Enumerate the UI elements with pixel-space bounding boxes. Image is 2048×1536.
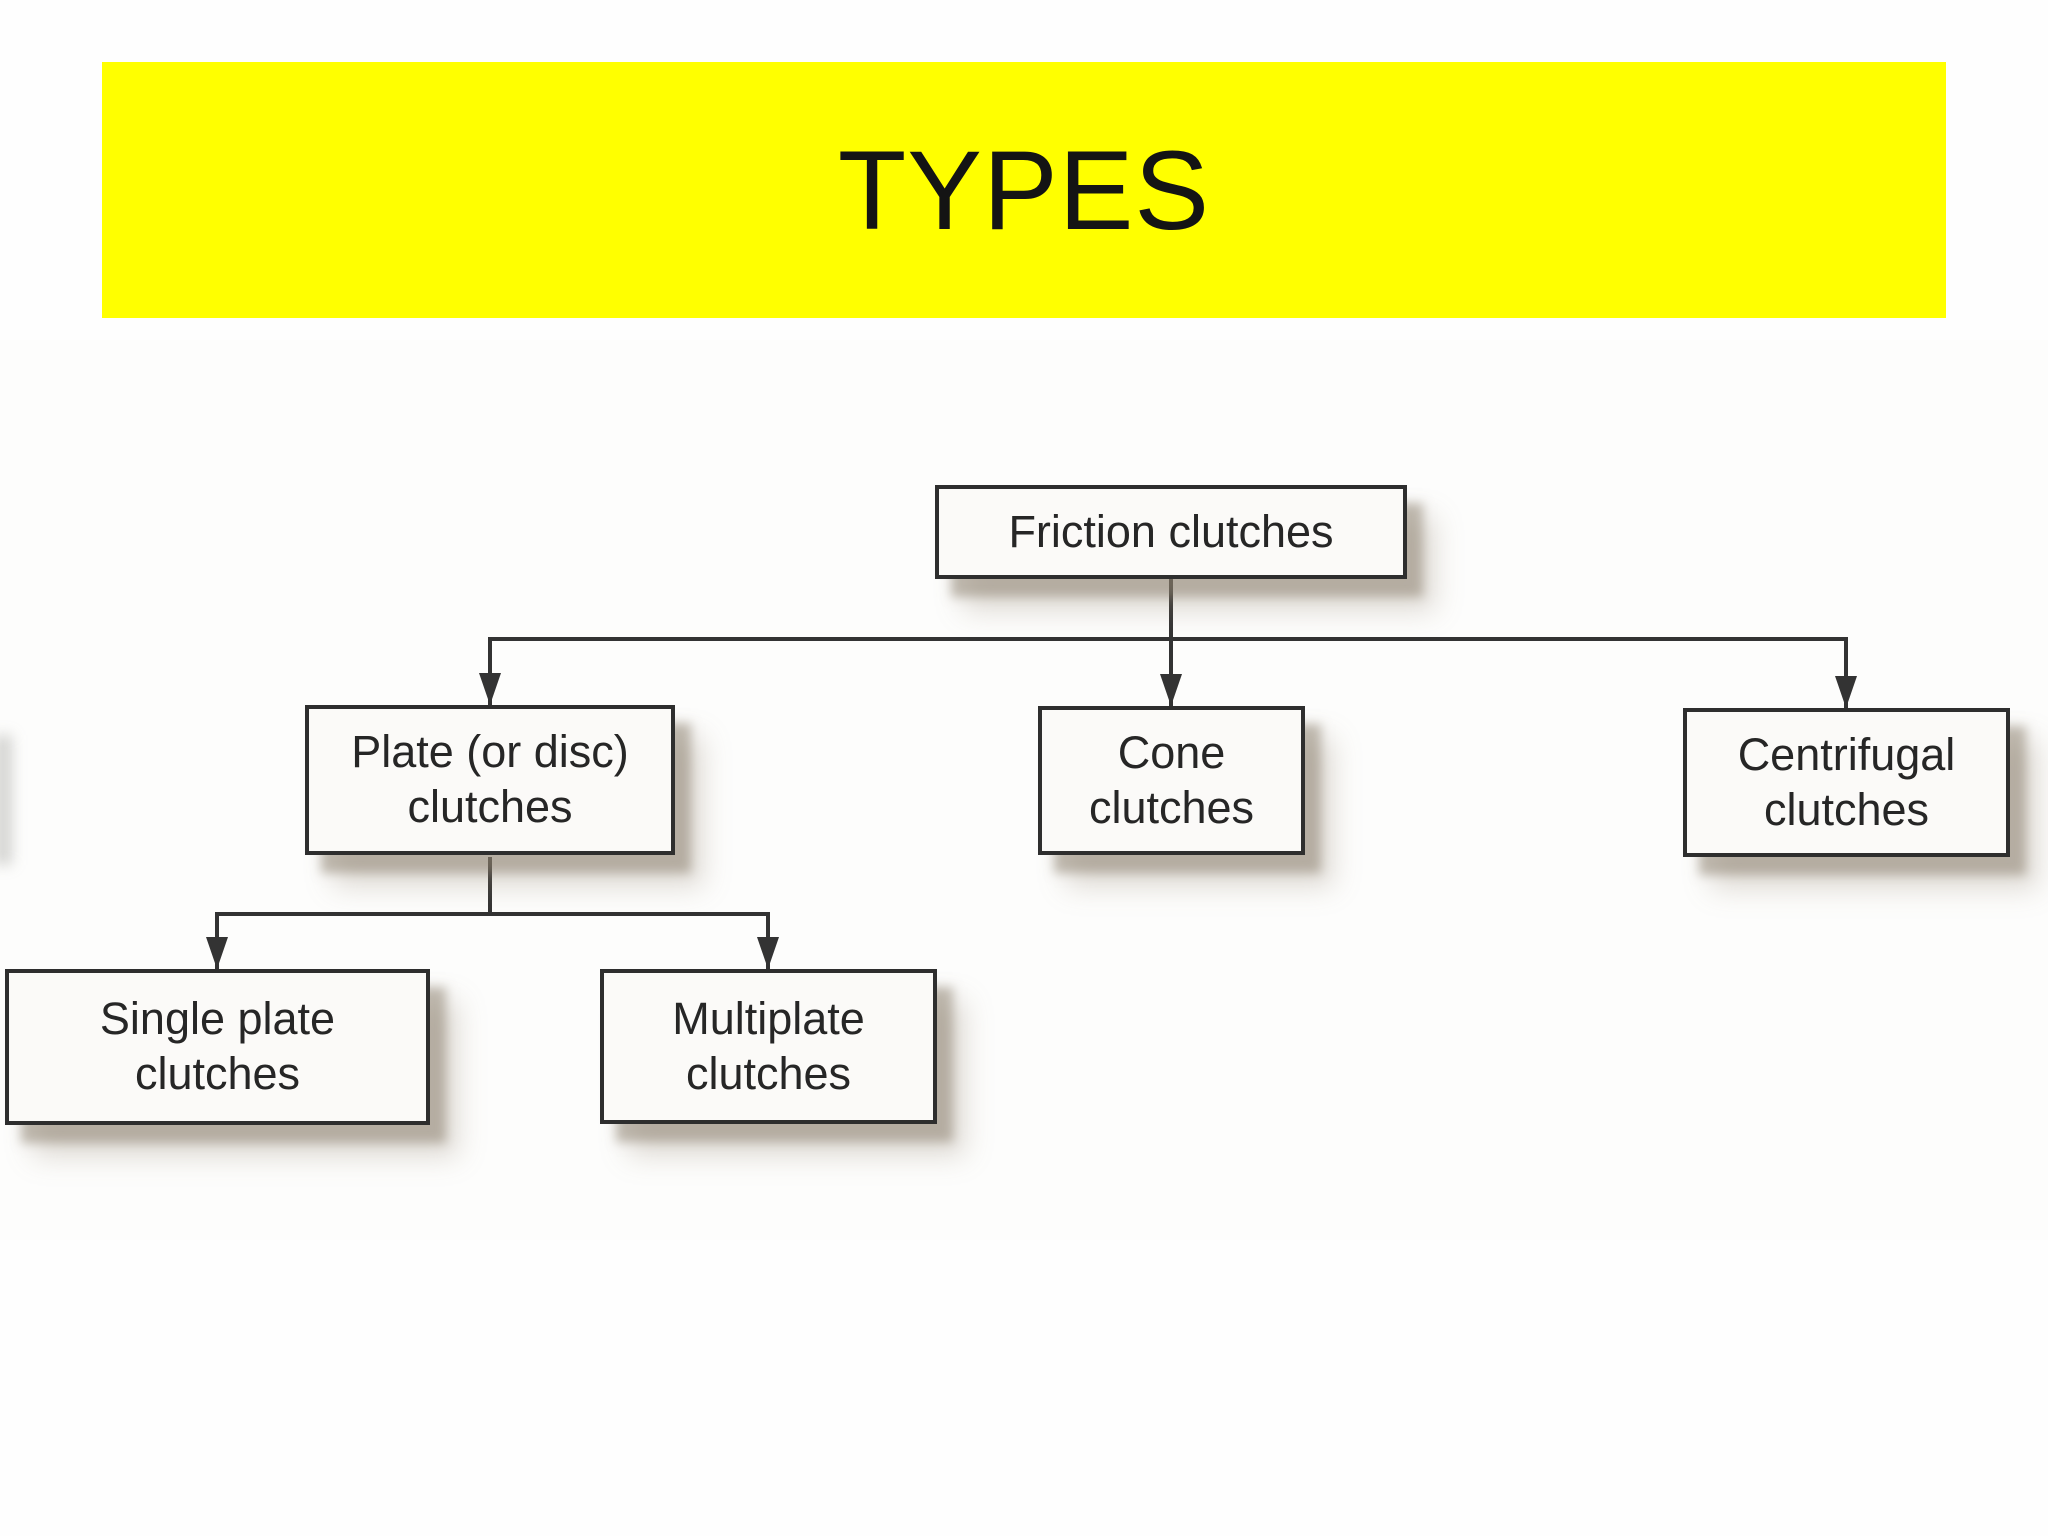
node-label-line1: Multiplate (672, 992, 865, 1044)
node-label: Friction clutches (1008, 505, 1334, 557)
clutch-types-diagram: Friction clutches Plate (or disc) clutch… (0, 340, 2048, 1240)
connector-drop-centrifugal (1844, 637, 1848, 708)
connector-plate-stem (488, 857, 492, 916)
arrow-down-icon (1160, 674, 1182, 706)
slide-title: TYPES (837, 127, 1211, 253)
node-label-line2: clutches (685, 1047, 852, 1099)
node-single-plate-clutches: Single plate clutches (5, 969, 430, 1125)
connector-friction-stem (1169, 579, 1173, 641)
node-label-line2: clutches (1088, 781, 1255, 833)
node-friction-clutches: Friction clutches (935, 485, 1407, 579)
connector-level2-bus (215, 912, 770, 916)
node-multiplate-clutches: Multiplate clutches (600, 969, 937, 1124)
node-label-line2: clutches (134, 1048, 301, 1099)
arrow-down-icon (757, 937, 779, 969)
node-cone-clutches: Cone clutches (1038, 706, 1305, 855)
node-label-line2: clutches (1763, 783, 1930, 835)
node-label-line2: clutches (407, 781, 573, 832)
node-label-line1: Centrifugal (1737, 728, 1956, 780)
node-centrifugal-clutches: Centrifugal clutches (1683, 708, 2010, 857)
node-label-line1: Single plate (99, 993, 336, 1045)
connector-level1-bus (488, 637, 1848, 641)
node-plate-or-disc-clutches: Plate (or disc) clutches (305, 705, 675, 855)
arrow-down-icon (1835, 676, 1857, 708)
connector-drop-cone (1169, 637, 1173, 706)
node-label-line1: Cone (1117, 726, 1226, 778)
connector-drop-plate (488, 637, 492, 705)
arrow-down-icon (479, 673, 501, 705)
title-banner: TYPES (102, 62, 1946, 318)
node-label-line1: Plate (or disc) (351, 726, 629, 778)
scan-artifact (0, 735, 12, 865)
arrow-down-icon (206, 937, 228, 969)
